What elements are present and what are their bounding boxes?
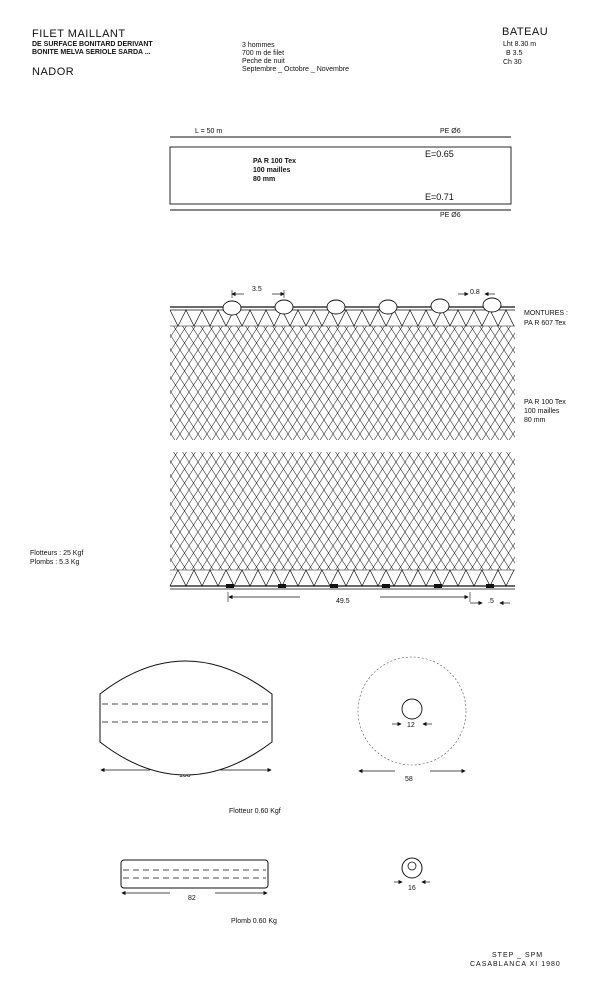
- net-lower-panel: [169, 452, 515, 590]
- season: Septembre _ Octobre _ Novembre: [242, 66, 349, 73]
- plan-net-material: PA R 100 Tex: [253, 158, 297, 165]
- bottom-span-dimension: [227, 592, 510, 606]
- plan-e-top: E=0.65: [425, 149, 454, 159]
- net-meshes: 100 mailles: [524, 408, 560, 415]
- float-end-label: 0.8: [470, 289, 480, 296]
- float-spacing-dimension: [231, 290, 495, 298]
- plan-bottom-rope: PE Ø6: [440, 212, 461, 219]
- footer-city-date: CASABLANCA XI 1980: [470, 961, 561, 968]
- net-length-total: 700 m de filet: [242, 50, 285, 57]
- plan-length: L = 50 m: [195, 128, 223, 135]
- sinker-caption: Plomb 0.60 Kg: [231, 918, 277, 925]
- sinker-front-view: [394, 857, 430, 885]
- sinker-length-label: 82: [188, 895, 196, 902]
- float-hole-label: 12: [407, 722, 415, 729]
- location: NADOR: [32, 66, 75, 78]
- sinker-diameter-label: 16: [408, 885, 416, 892]
- net-floats: [222, 297, 502, 316]
- subtitle-line-1: DE SURFACE BONITARD DERIVANT: [32, 41, 153, 48]
- float-diameter-label: 58: [405, 776, 413, 783]
- boat-power: Ch 30: [503, 59, 522, 66]
- sinker-side-view: [120, 859, 269, 896]
- crew: 3 hommes: [242, 42, 275, 49]
- float-caption: Flotteur 0.60 Kgf: [229, 808, 281, 815]
- montures-material: PA R 607 Tex: [524, 320, 566, 327]
- sinkers-total: Plombs : 5.3 Kg: [30, 559, 80, 566]
- net-mesh-size: 80 mm: [524, 417, 546, 424]
- plan-net-mesh-size: 80 mm: [253, 176, 276, 183]
- floats-total: Flotteurs : 25 Kgf: [30, 550, 84, 557]
- plan-top-rope: PE Ø6: [440, 128, 461, 135]
- plan-net-meshes: 100 mailles: [253, 167, 291, 174]
- net-plan: [169, 136, 512, 211]
- boat-beam: B 3.5: [506, 50, 523, 57]
- bottom-end-label: .5: [488, 598, 494, 605]
- footer-org: STEP _ SPM: [492, 952, 544, 959]
- bottom-span-label: 49.5: [336, 598, 350, 605]
- fishing-mode: Peche de nuit: [242, 58, 285, 65]
- float-front-view: [357, 656, 467, 774]
- plan-e-bottom: E=0.71: [425, 192, 454, 202]
- net-upper-panel: [169, 306, 515, 440]
- float-spacing-label: 3.5: [252, 286, 262, 293]
- subtitle-line-2: BONITE MELVA SERIOLE SARDA ...: [32, 49, 151, 56]
- net-material: PA R 100 Tex: [524, 399, 566, 406]
- boat-length: Lht 8.30 m: [503, 41, 537, 48]
- montures-label: MONTURES :: [524, 310, 568, 317]
- title: FILET MAILLANT: [32, 28, 126, 40]
- boat-title: BATEAU: [502, 26, 549, 38]
- float-side-view: [99, 660, 273, 776]
